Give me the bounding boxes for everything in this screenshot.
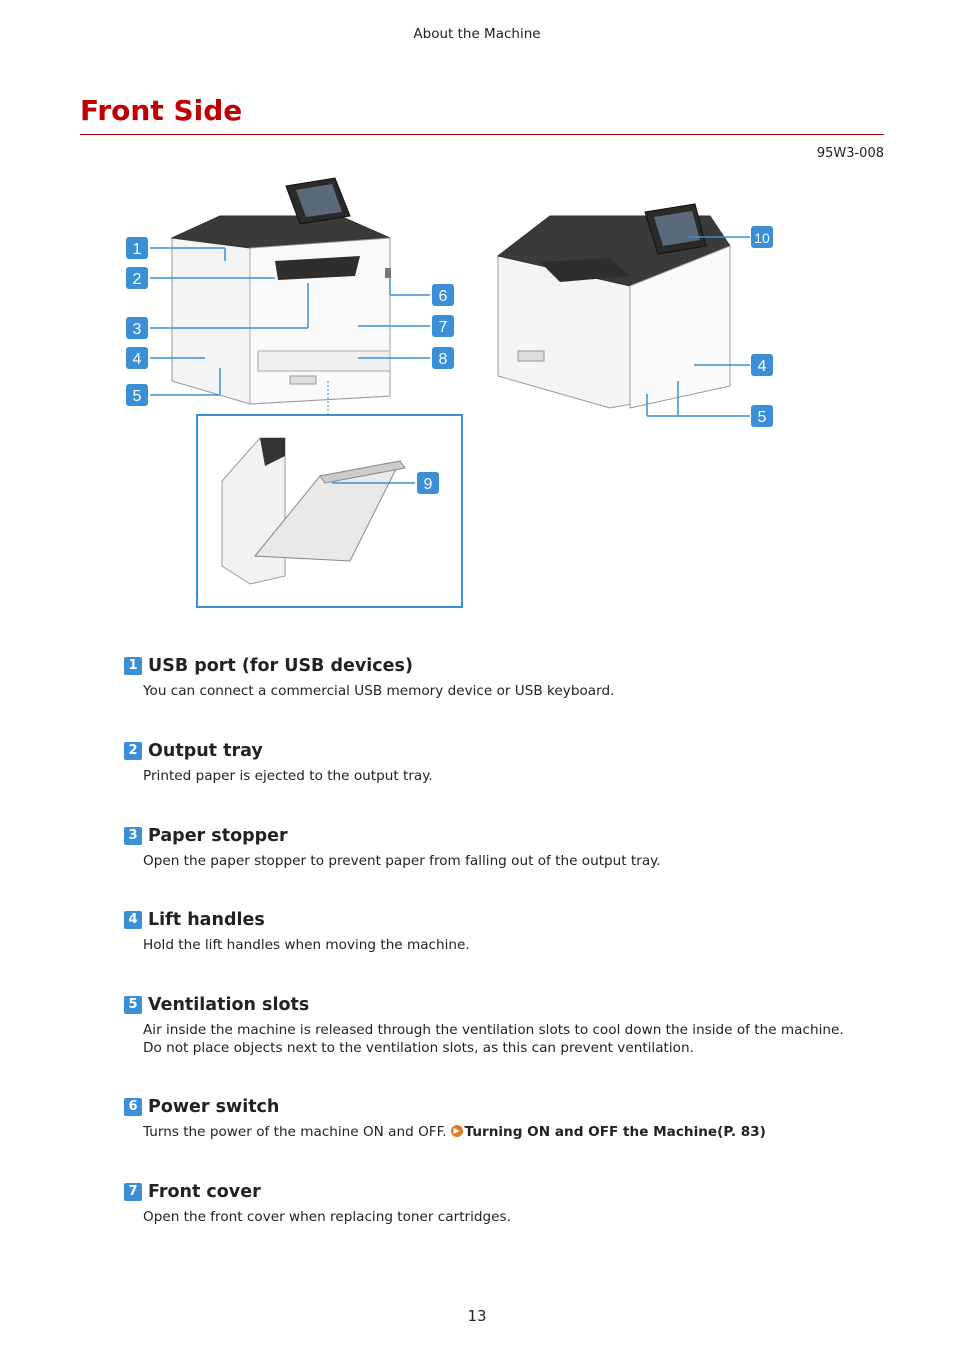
callout-2-label: 2 (133, 271, 142, 288)
callout-10: 10 (751, 226, 773, 248)
item-title: Lift handles (148, 910, 265, 930)
item-ventilation-slots: 5 Ventilation slots Air inside the machin… (124, 993, 884, 1057)
callout-3-label: 3 (133, 321, 142, 338)
callout-6-label: 6 (439, 288, 448, 305)
callout-2: 2 (126, 267, 148, 289)
item-number: 4 (124, 911, 142, 929)
item-description: Air inside the machine is released throu… (143, 1021, 884, 1057)
item-lift-handles: 4 Lift handles Hold the lift handles when… (124, 908, 884, 954)
callout-7: 7 (432, 315, 454, 337)
callout-8: 8 (432, 347, 454, 369)
title-rule (80, 134, 884, 135)
item-description: Printed paper is ejected to the output t… (143, 768, 433, 784)
item-front-cover: 7 Front cover Open the front cover when r… (124, 1180, 884, 1226)
callout-5-rear: 5 (751, 405, 773, 427)
printer-illustration: 1 2 3 4 5 6 7 8 9 10 4 5 (126, 177, 773, 608)
item-description: Open the front cover when replacing tone… (143, 1209, 511, 1225)
item-description: Turns the power of the machine ON and OF… (143, 1123, 884, 1141)
item-description: Hold the lift handles when moving the ma… (143, 937, 470, 953)
link-arrow-icon: ▶ (450, 1125, 463, 1137)
callout-8-label: 8 (439, 351, 448, 368)
item-title: Front cover (148, 1182, 261, 1202)
callout-9-label: 9 (424, 476, 433, 493)
item-title: Power switch (148, 1097, 280, 1117)
item-paper-stopper: 3 Paper stopper Open the paper stopper to… (124, 824, 884, 870)
callout-4-rear-label: 4 (758, 358, 767, 375)
item-power-switch: 6 Power switch Turns the power of the mac… (124, 1095, 884, 1141)
callout-1: 1 (126, 237, 148, 259)
callout-1-label: 1 (133, 241, 142, 258)
page-title: Front Side (80, 94, 243, 127)
item-description: Open the paper stopper to prevent paper … (143, 853, 661, 869)
callout-9: 9 (417, 472, 439, 494)
item-title: Ventilation slots (148, 995, 310, 1015)
description-text: Turns the power of the machine ON and OF… (143, 1124, 447, 1140)
callout-4-rear: 4 (751, 354, 773, 376)
item-number: 7 (124, 1183, 142, 1201)
callout-4-label: 4 (133, 351, 142, 368)
item-description: You can connect a commercial USB memory … (143, 683, 615, 699)
document-id: 95W3-008 (816, 146, 884, 161)
description-line: Air inside the machine is released throu… (143, 1022, 844, 1038)
callout-5-label: 5 (133, 388, 142, 405)
description-line: Do not place objects next to the ventila… (143, 1040, 694, 1056)
item-output-tray: 2 Output tray Printed paper is ejected to… (124, 739, 884, 785)
callout-leaders (150, 236, 750, 484)
item-usb-port: 1 USB port (for USB devices) You can conn… (124, 654, 884, 700)
item-title: Paper stopper (148, 826, 288, 846)
running-header: About the Machine (413, 26, 541, 42)
item-number: 6 (124, 1098, 142, 1116)
cross-reference-link[interactable]: Turning ON and OFF the Machine(P. 83) (464, 1124, 766, 1140)
item-title: Output tray (148, 741, 263, 761)
callout-6: 6 (432, 284, 454, 306)
item-number: 2 (124, 742, 142, 760)
page-number: 13 (467, 1307, 487, 1325)
callout-3: 3 (126, 317, 148, 339)
callout-4: 4 (126, 347, 148, 369)
callout-7-label: 7 (439, 319, 448, 336)
item-number: 3 (124, 827, 142, 845)
inset-multipurpose-tray (196, 381, 463, 608)
callout-5: 5 (126, 384, 148, 406)
callout-5-rear-label: 5 (758, 409, 767, 426)
printer-front-view (170, 177, 391, 405)
item-title: USB port (for USB devices) (148, 656, 413, 676)
callout-10-label: 10 (754, 230, 770, 246)
printer-rear-view (496, 203, 731, 409)
item-number: 5 (124, 996, 142, 1014)
item-number: 1 (124, 657, 142, 675)
